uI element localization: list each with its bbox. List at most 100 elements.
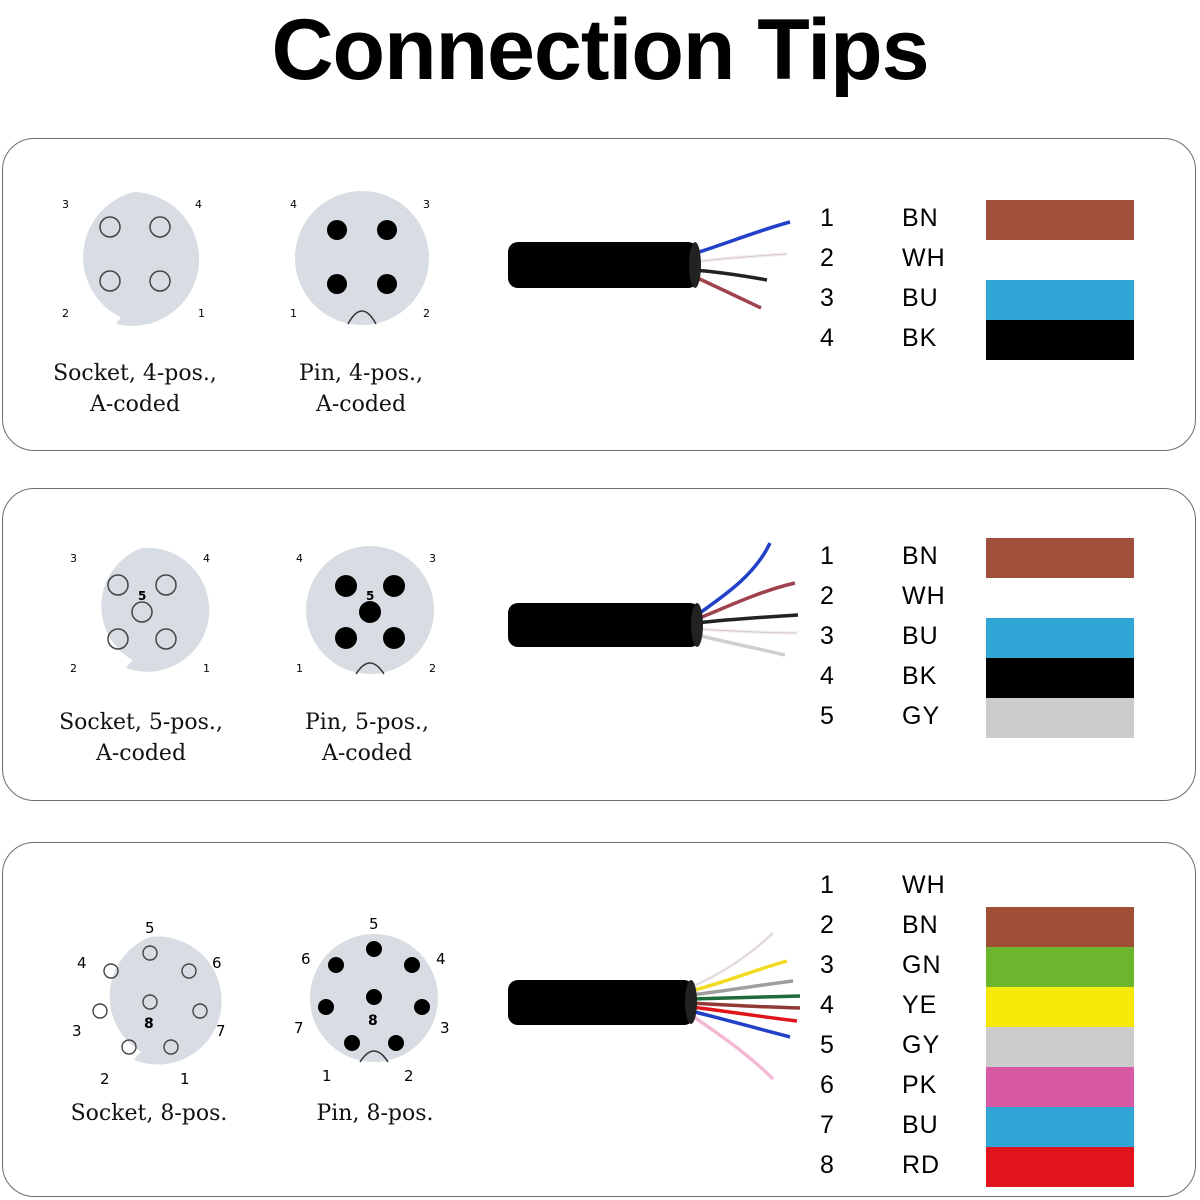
pin-label: 2	[70, 662, 77, 675]
wire-number: 4	[820, 662, 834, 690]
pin-contact	[328, 957, 344, 973]
pin-contact	[383, 575, 405, 597]
wire-number: 1	[820, 204, 834, 232]
pin-label: 7	[216, 1022, 226, 1040]
wire-color-code: BK	[902, 324, 938, 352]
wire-color-code: RD	[902, 1151, 941, 1179]
pin-label: 2	[100, 1070, 110, 1088]
pin-label: 3	[72, 1022, 82, 1040]
color-swatch	[986, 1107, 1134, 1147]
pin-label: 4	[77, 954, 87, 972]
pin-contact	[335, 575, 357, 597]
wire-number: 1	[820, 542, 834, 570]
pin-contact	[327, 220, 347, 240]
pin-contact	[366, 941, 382, 957]
color-swatch	[986, 987, 1134, 1027]
pin-8-pos-diagram: 5 6 4 7 8 3 1 2	[294, 915, 450, 1085]
pin-label: 5	[145, 919, 155, 937]
pin-contact	[318, 999, 334, 1015]
color-swatch	[986, 658, 1134, 698]
color-swatch	[986, 618, 1134, 658]
pin-contact	[388, 1035, 404, 1051]
pin-contact	[366, 989, 382, 1005]
socket-caption: Socket, 5-pos., A-coded	[59, 710, 223, 766]
wire-color-code: WH	[902, 582, 946, 610]
pin-contact	[335, 627, 357, 649]
pin-label: 6	[212, 954, 222, 972]
wire-color-code: WH	[902, 871, 946, 899]
pin-label: 5	[366, 589, 374, 603]
wire-row: 4 BK	[820, 320, 1150, 360]
pin-contact	[377, 274, 397, 294]
wire-number: 3	[820, 951, 834, 979]
socket-hole	[181, 963, 197, 979]
pin-label: 4	[203, 552, 210, 565]
socket-caption: Socket, 4-pos., A-coded	[53, 361, 217, 417]
wire-number: 3	[820, 284, 834, 312]
wire-row: 1 BN	[820, 200, 1150, 240]
pin-contact	[327, 274, 347, 294]
color-swatch	[986, 698, 1134, 738]
socket-hole	[155, 628, 177, 650]
color-swatch	[986, 1147, 1134, 1187]
pin-label: 1	[296, 662, 303, 675]
page-title: Connection Tips	[271, 2, 929, 98]
pin-contact	[404, 957, 420, 973]
wire-color-code: YE	[902, 991, 938, 1019]
wire-number: 4	[820, 324, 834, 352]
pin-label: 1	[198, 307, 205, 320]
socket-hole	[149, 270, 171, 292]
socket-hole	[107, 574, 129, 596]
wire-number: 2	[820, 911, 834, 939]
color-swatch	[986, 578, 1134, 618]
wire-number: 5	[820, 1031, 834, 1059]
pin-caption: Pin, 8-pos.	[316, 1101, 434, 1126]
pin-label: 3	[70, 552, 77, 565]
wire-number: 7	[820, 1111, 834, 1139]
wire-color-code: GY	[902, 1031, 941, 1059]
color-swatch	[986, 200, 1134, 240]
wire-color-code: PK	[902, 1071, 938, 1099]
color-swatch	[986, 538, 1134, 578]
pin-label: 8	[368, 1013, 378, 1029]
socket-hole	[121, 1039, 137, 1055]
socket-hole	[142, 994, 158, 1010]
wire-number: 5	[820, 702, 834, 730]
pin-contact	[359, 601, 381, 623]
wire-row: 5 GY	[820, 1027, 1150, 1067]
wire-color-code: BN	[902, 204, 939, 232]
cable-4-wire	[508, 220, 791, 310]
pin-label: 7	[294, 1019, 304, 1037]
pin-label: 5	[138, 589, 146, 603]
pin-label: 5	[369, 915, 379, 933]
color-swatch	[986, 947, 1134, 987]
wire-color-code: WH	[902, 244, 946, 272]
pin-4-pos-diagram: 4 3 1 2	[290, 191, 430, 325]
pin-label: 4	[296, 552, 303, 565]
pin-label: 3	[440, 1019, 450, 1037]
pin-contact	[414, 999, 430, 1015]
pin-label: 4	[195, 198, 202, 211]
pin-label: 3	[423, 198, 430, 211]
cable-5-wire	[508, 542, 799, 657]
pin-label: 8	[144, 1016, 154, 1032]
socket-5-pos-diagram: 3 4 5 2 1	[70, 547, 210, 675]
color-swatch	[986, 240, 1134, 280]
wire-number: 3	[820, 622, 834, 650]
socket-4-pos-diagram: 3 4 2 1	[62, 192, 205, 326]
socket-hole	[107, 628, 129, 650]
wire-color-code: BN	[902, 542, 939, 570]
socket-hole	[142, 945, 158, 961]
pin-label: 2	[404, 1067, 414, 1085]
pin-label: 2	[429, 662, 436, 675]
socket-hole	[131, 601, 153, 623]
